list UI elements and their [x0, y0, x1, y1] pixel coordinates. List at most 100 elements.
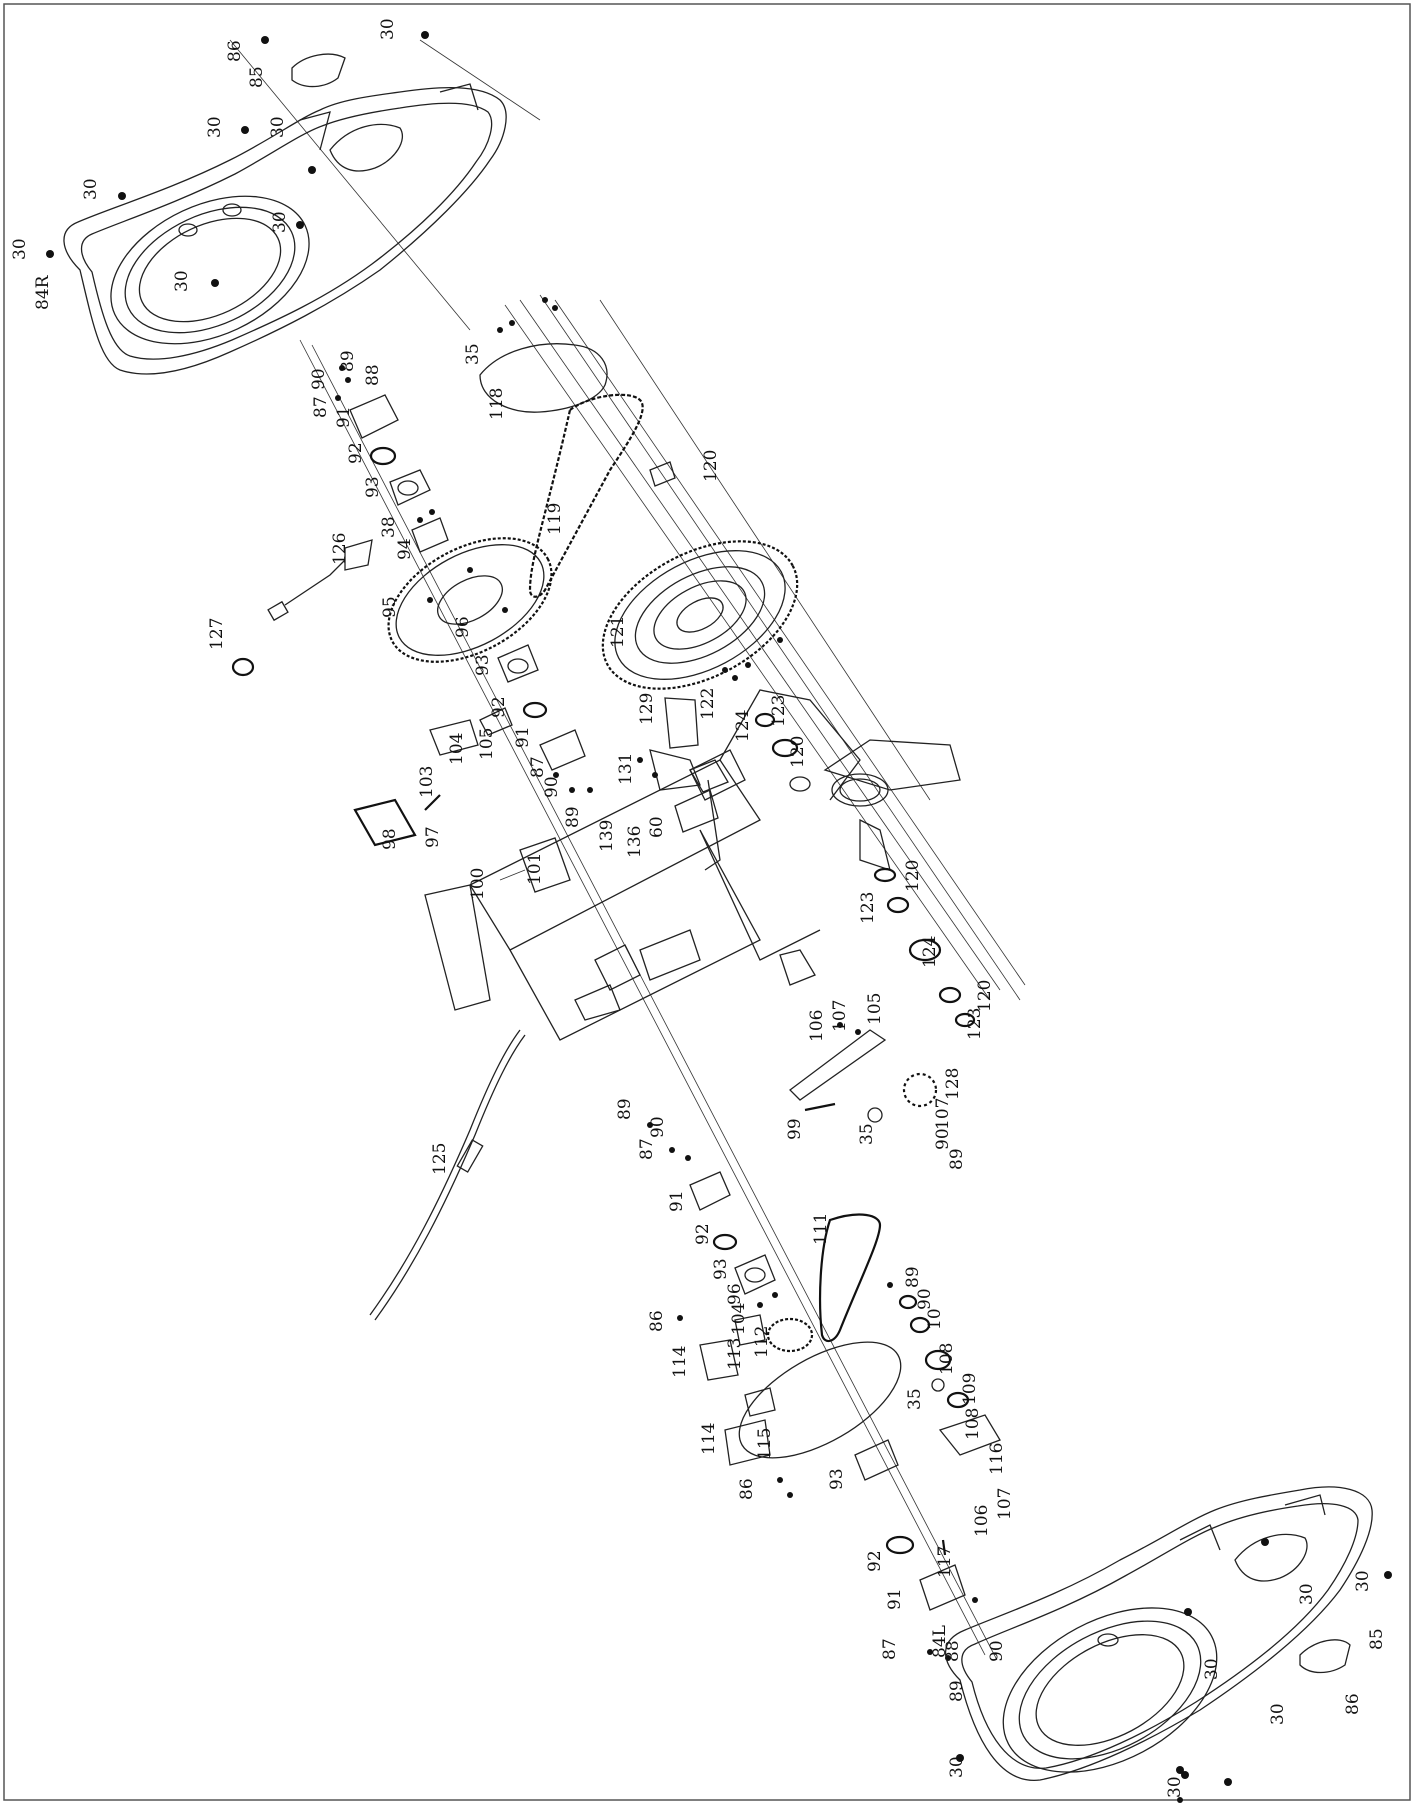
label-92: 92 [489, 696, 509, 718]
part-99 [804, 1102, 836, 1112]
label-119: 119 [545, 503, 565, 535]
label-84L: 84L [930, 1625, 950, 1658]
label-120: 120 [701, 450, 721, 482]
label-89: 89 [903, 1266, 923, 1288]
label-104: 104 [447, 733, 467, 765]
label-30: 30 [172, 270, 192, 292]
label-10: 10 [925, 1308, 945, 1330]
label-89: 89 [947, 1680, 967, 1702]
label-121: 121 [608, 616, 628, 648]
label-30: 30 [378, 18, 398, 40]
label-127: 127 [207, 618, 227, 650]
label-86: 86 [1343, 1693, 1363, 1715]
label-100: 100 [468, 868, 488, 900]
callout-labels: 30 86 85 30 30 30 30 30 30 84R 35 118 89… [10, 18, 1387, 1798]
label-94: 94 [395, 538, 415, 560]
label-106: 106 [972, 1505, 992, 1537]
bracket-131 [649, 749, 701, 791]
label-86: 86 [737, 1478, 757, 1500]
drawing-frame [3, 3, 1411, 1801]
screws-bottom-cover [956, 1538, 1392, 1803]
left-side-cover-84L [944, 1486, 1373, 1781]
label-108: 108 [963, 1408, 983, 1440]
lower-crank-assembly [647, 1122, 776, 1295]
chain-119 [528, 393, 644, 598]
part-103 [429, 719, 479, 756]
idler-assembly [887, 1282, 1001, 1556]
label-30: 30 [1353, 1570, 1373, 1592]
label-124: 124 [733, 710, 753, 742]
label-128: 128 [943, 1068, 963, 1100]
part-60-block [689, 759, 729, 793]
part-107 [855, 1029, 861, 1035]
screw-96-a [757, 1302, 763, 1308]
label-129: 129 [637, 693, 657, 725]
label-116: 116 [987, 1443, 1007, 1475]
label-90: 90 [309, 368, 329, 390]
label-96: 96 [725, 1283, 745, 1305]
label-112: 112 [752, 1326, 772, 1358]
plate-118 [479, 297, 608, 413]
label-115: 115 [755, 1428, 775, 1460]
label-91: 91 [513, 726, 533, 748]
label-120: 120 [975, 980, 995, 1012]
label-30: 30 [1297, 1583, 1317, 1605]
arm-105 [789, 1029, 887, 1101]
label-35: 35 [463, 343, 483, 365]
part-100-pins [499, 869, 526, 881]
label-108: 108 [937, 1343, 957, 1375]
label-105: 105 [477, 728, 497, 760]
label-126: 126 [330, 533, 350, 565]
label-85: 85 [247, 66, 267, 88]
belt-111 [819, 1213, 882, 1343]
bearing-set-lower [873, 867, 976, 1028]
label-131: 131 [616, 753, 636, 785]
screws-top-cover [46, 31, 429, 287]
label-90: 90 [648, 1116, 668, 1138]
label-30: 30 [1202, 1658, 1222, 1680]
lower-crank-right-set [854, 1439, 978, 1661]
label-86: 86 [647, 1310, 667, 1332]
label-90: 90 [915, 1288, 935, 1310]
right-side-cover-84R [63, 83, 507, 375]
label-103: 103 [417, 766, 437, 798]
label-89: 89 [615, 1098, 635, 1120]
label-105: 105 [865, 993, 885, 1025]
part-35-mid [867, 1107, 883, 1123]
label-123: 123 [769, 695, 789, 727]
label-125: 125 [430, 1143, 450, 1175]
label-88: 88 [363, 364, 383, 386]
label-120: 120 [788, 736, 808, 768]
label-30: 30 [270, 211, 290, 233]
label-122: 122 [698, 688, 718, 720]
label-101: 101 [525, 853, 545, 885]
label-87: 87 [637, 1138, 657, 1160]
label-124: 124 [920, 936, 940, 968]
main-frame [424, 689, 961, 1041]
spring-97 [424, 794, 441, 811]
label-97: 97 [423, 826, 443, 848]
label-123: 123 [858, 892, 878, 924]
part-136 [652, 772, 658, 778]
label-92: 92 [346, 442, 366, 464]
label-114: 114 [699, 1423, 719, 1455]
upper-crank-lower-set [497, 644, 593, 793]
label-30: 30 [1268, 1703, 1288, 1725]
label-89: 89 [947, 1148, 967, 1170]
label-109: 109 [960, 1373, 980, 1405]
label-30: 30 [10, 238, 30, 260]
part-104-105 [479, 707, 513, 736]
label-123: 123 [965, 1008, 985, 1040]
label-111: 111 [811, 1213, 831, 1245]
label-114: 114 [670, 1346, 690, 1378]
label-113: 113 [725, 1338, 745, 1370]
label-93: 93 [363, 476, 383, 498]
label-93: 93 [473, 654, 493, 676]
label-30: 30 [947, 1756, 967, 1778]
label-60: 60 [647, 816, 667, 838]
label-92: 92 [865, 1550, 885, 1572]
assembly-guide-lines [229, 39, 1026, 1661]
label-38: 38 [379, 516, 399, 538]
label-107: 107 [995, 1488, 1015, 1520]
